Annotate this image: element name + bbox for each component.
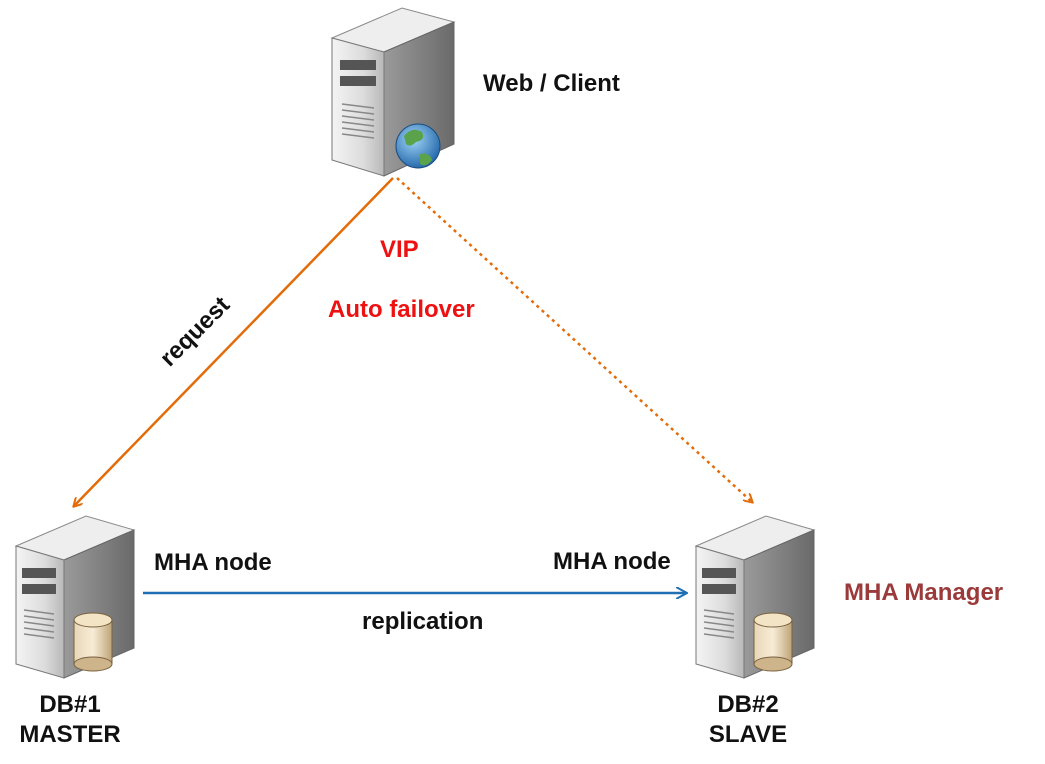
slave-caption: DB#2 SLAVE xyxy=(686,690,810,750)
master-node-label: MHA node xyxy=(154,549,272,576)
master-server-icon xyxy=(14,515,136,679)
replication-label: replication xyxy=(362,608,484,635)
slave-role: SLAVE xyxy=(708,721,788,748)
master-db-name: DB#1 xyxy=(39,691,101,718)
mha-manager-label: MHA Manager xyxy=(844,579,1004,606)
database-icon xyxy=(753,612,793,672)
slave-node-label: MHA node xyxy=(553,548,671,575)
database-icon xyxy=(73,612,113,672)
vip-label: VIP xyxy=(380,236,419,263)
request-arrow xyxy=(74,177,394,506)
failover-arrow xyxy=(396,177,752,502)
slave-server-icon xyxy=(694,515,816,679)
master-role: MASTER xyxy=(19,721,121,748)
auto-failover-label: Auto failover xyxy=(328,296,475,323)
master-caption: DB#1 MASTER xyxy=(8,690,132,750)
web-client-server-icon xyxy=(330,7,456,177)
client-label: Web / Client xyxy=(483,70,620,97)
slave-db-name: DB#2 xyxy=(717,691,779,718)
